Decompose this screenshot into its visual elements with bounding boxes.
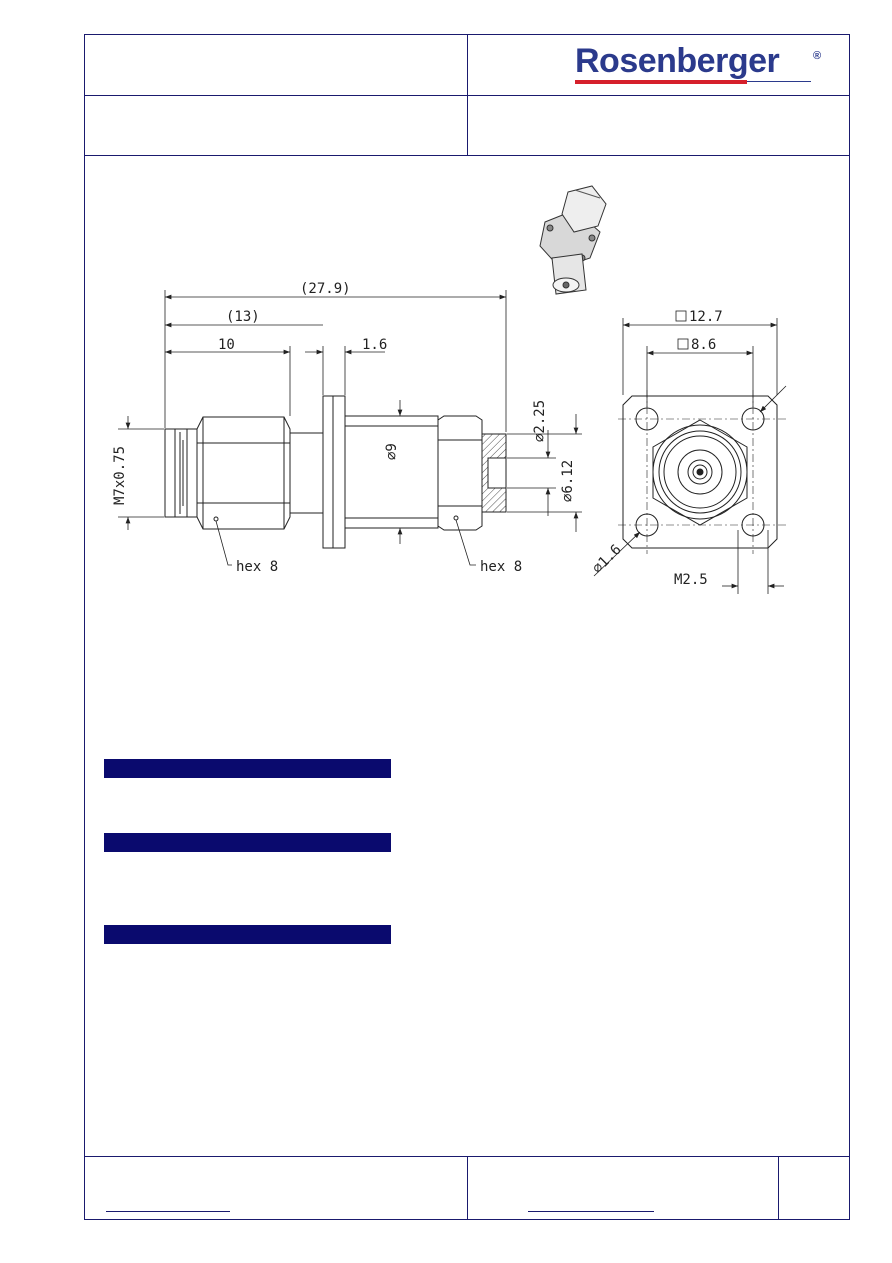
footer-signature-line-2 bbox=[528, 1211, 654, 1212]
section-bar-3 bbox=[104, 925, 391, 944]
footer-signature-line-1 bbox=[106, 1211, 230, 1212]
dim-socket-diameter: ∅6.12 bbox=[560, 460, 576, 502]
section-bar-1 bbox=[104, 759, 391, 778]
title-col-divider bbox=[467, 34, 468, 155]
logo-red-bar bbox=[575, 80, 747, 84]
label-hex-left: hex 8 bbox=[236, 559, 278, 575]
dim-overall-length: (27.9) bbox=[300, 281, 351, 297]
footer-col-divider-1 bbox=[467, 1156, 468, 1220]
rosenberger-logo: Rosenberger ® bbox=[575, 42, 827, 84]
dim-flange-square: 12.7 bbox=[689, 309, 723, 325]
extension-lines bbox=[118, 290, 582, 518]
section-bar-2 bbox=[104, 833, 391, 852]
dim-screw: M2.5 bbox=[674, 572, 708, 588]
registered-mark: ® bbox=[813, 50, 822, 62]
footer-col-divider-2 bbox=[778, 1156, 779, 1220]
title-row-divider-2 bbox=[84, 155, 850, 156]
front-view bbox=[618, 390, 786, 554]
side-view bbox=[164, 395, 507, 549]
logo-blue-line bbox=[747, 81, 811, 82]
dim-flange-thickness: 1.6 bbox=[362, 337, 387, 353]
dim-pin-diameter: ∅2.25 bbox=[532, 400, 548, 442]
dim-hole-square: 8.6 bbox=[691, 337, 716, 353]
front-view-dimensions bbox=[593, 310, 787, 594]
product-3d-thumbnail bbox=[539, 185, 607, 295]
brand-name: Rosenberger bbox=[575, 42, 780, 80]
dim-hole-diameter: ∅1.6 bbox=[590, 542, 625, 577]
dim-length-10: 10 bbox=[218, 337, 235, 353]
dim-length-13: (13) bbox=[226, 309, 260, 325]
dim-thread: M7x0.75 bbox=[112, 446, 128, 505]
dimension-lines bbox=[125, 294, 579, 566]
dim-body-diameter: ∅9 bbox=[384, 443, 400, 460]
label-hex-right: hex 8 bbox=[480, 559, 522, 575]
